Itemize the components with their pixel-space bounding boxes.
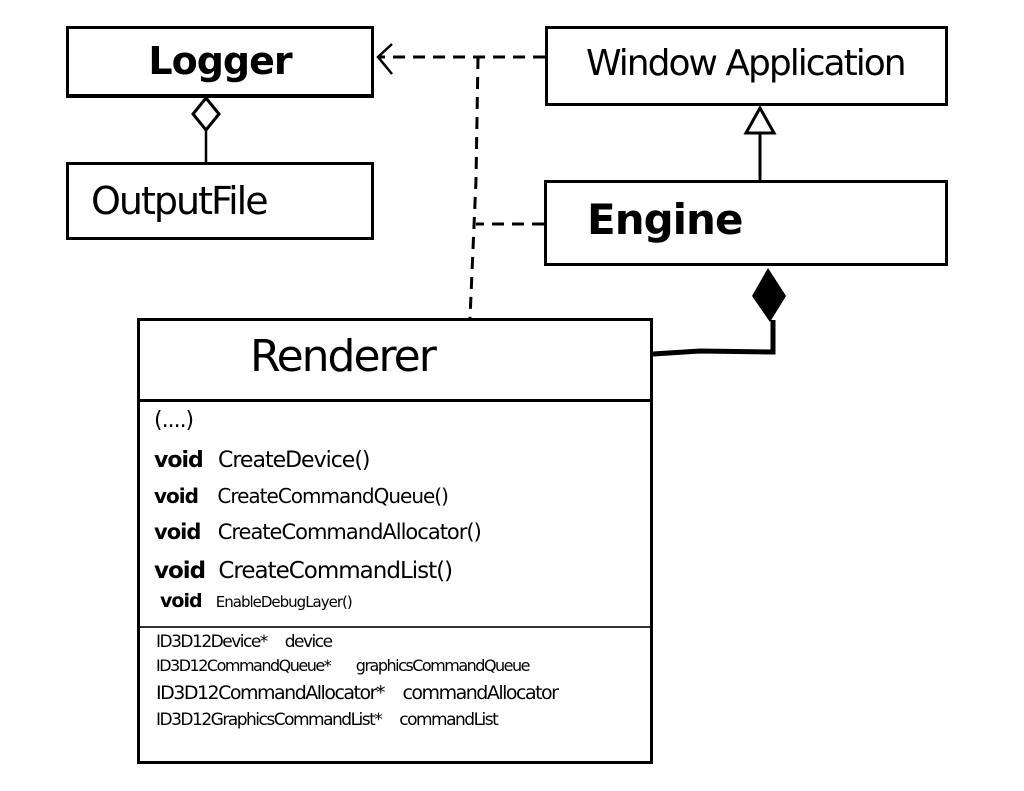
method-name: (....) bbox=[154, 408, 194, 433]
field-name: commandAllocator bbox=[402, 682, 559, 704]
class-engine: Engine bbox=[544, 180, 948, 266]
field-type: ID3D12Device* bbox=[156, 632, 268, 652]
class-renderer-name: Renderer bbox=[250, 331, 437, 382]
field-row: ID3D12CommandAllocator* commandAllocator bbox=[156, 682, 559, 704]
class-renderer-header: Renderer bbox=[140, 321, 650, 402]
field-name: graphicsCommandQueue bbox=[355, 656, 531, 675]
method-name: CreateCommandAllocator() bbox=[217, 520, 482, 544]
method-return-type: void bbox=[154, 484, 199, 508]
method-row: void CreateDevice() bbox=[154, 448, 371, 473]
method-row: (....) bbox=[154, 408, 194, 433]
class-logger-name: Logger bbox=[148, 39, 292, 83]
class-renderer-fields: ID3D12Device* device ID3D12CommandQueue*… bbox=[140, 628, 650, 761]
class-renderer: Renderer (....) void CreateDevice() void… bbox=[137, 318, 653, 764]
class-engine-name: Engine bbox=[587, 195, 743, 244]
field-type: ID3D12CommandAllocator* bbox=[156, 682, 385, 704]
method-return-type: void bbox=[160, 590, 203, 612]
method-return-type: void bbox=[154, 448, 204, 473]
open-arrowhead-logger bbox=[376, 43, 393, 75]
method-name: CreateDevice() bbox=[218, 448, 371, 473]
field-name: commandList bbox=[399, 710, 499, 730]
class-output-file-name: OutputFile bbox=[91, 179, 269, 223]
method-row: void CreateCommandQueue() bbox=[154, 484, 449, 508]
class-window-application-name: Window Application bbox=[586, 43, 907, 84]
method-row: void CreateCommandList() bbox=[154, 558, 453, 584]
method-name: CreateCommandQueue() bbox=[217, 484, 449, 508]
class-window-application: Window Application bbox=[545, 26, 948, 106]
method-row: void EnableDebugLayer() bbox=[160, 590, 353, 612]
method-return-type: void bbox=[154, 558, 206, 584]
field-row: ID3D12GraphicsCommandList* commandList bbox=[156, 710, 499, 730]
method-name: EnableDebugLayer() bbox=[215, 593, 353, 611]
dependency-trunk-line bbox=[468, 56, 480, 319]
field-row: ID3D12CommandQueue* graphicsCommandQueue bbox=[156, 656, 531, 675]
hollow-diamond-icon bbox=[191, 95, 221, 133]
composition-line bbox=[652, 320, 776, 357]
field-row: ID3D12Device* device bbox=[156, 632, 333, 652]
method-return-type: void bbox=[154, 520, 201, 544]
hollow-triangle-icon bbox=[743, 104, 777, 135]
method-row: void CreateCommandAllocator() bbox=[154, 520, 482, 544]
class-logger: Logger bbox=[66, 26, 374, 98]
field-type: ID3D12CommandQueue* bbox=[156, 656, 332, 675]
class-output-file: OutputFile bbox=[66, 162, 374, 240]
class-renderer-methods: (....) void CreateDevice() void CreateCo… bbox=[140, 402, 650, 628]
field-type: ID3D12GraphicsCommandList* bbox=[156, 710, 383, 730]
filled-diamond-icon bbox=[752, 268, 786, 322]
method-name: CreateCommandList() bbox=[218, 558, 453, 584]
field-name: device bbox=[284, 632, 333, 652]
